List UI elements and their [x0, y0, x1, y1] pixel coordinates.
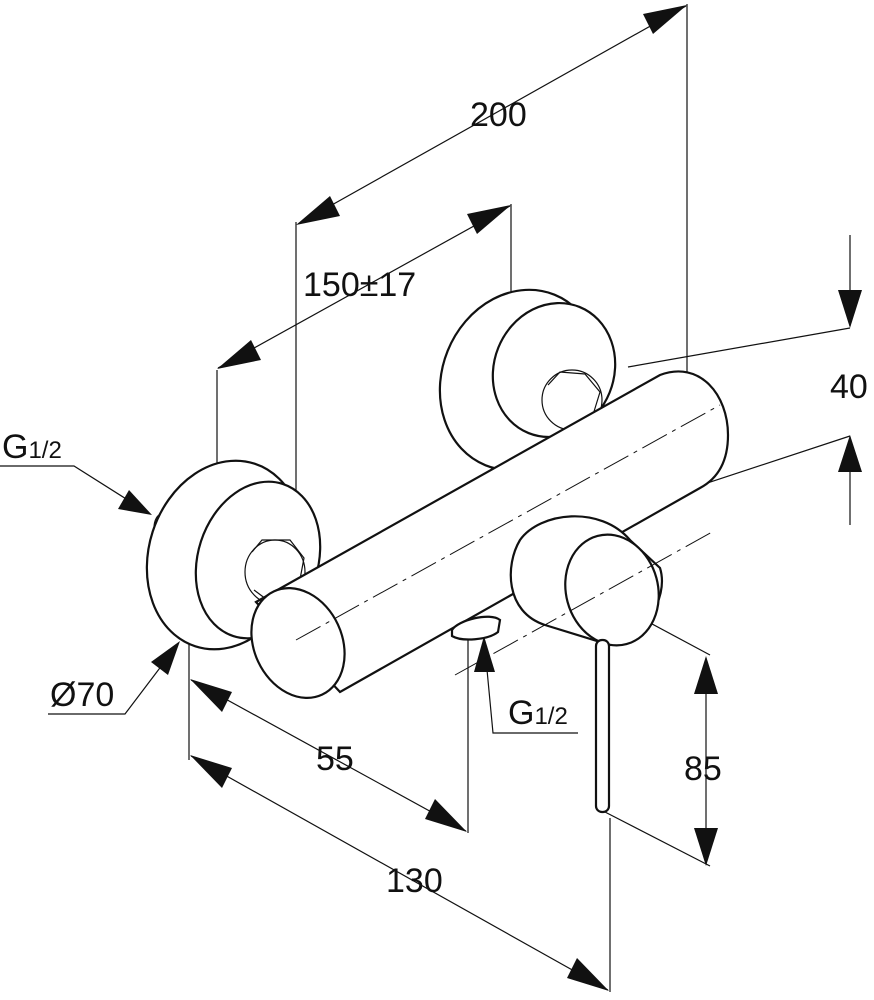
dim-150-line: [217, 205, 511, 369]
dim-85-text: 85: [684, 750, 722, 788]
dim-55-text: 55: [316, 740, 354, 778]
lever-rod: [594, 638, 611, 814]
mixer-body: [250, 370, 730, 700]
thread-outlet-label: G1/2: [508, 694, 568, 732]
dim-diameter-text: Ø70: [50, 676, 114, 714]
body-end-cap: [250, 586, 346, 700]
dim-130-line: [190, 755, 609, 991]
outlet-connection: [450, 615, 502, 641]
dim-55-line: [190, 679, 467, 832]
rosette-right: [438, 288, 617, 472]
dim-150-text: 150±17: [303, 266, 416, 304]
dimension-lines: [0, 5, 862, 991]
thread-left-label: G1/2: [2, 428, 62, 466]
dim-200-line: [297, 5, 687, 225]
lever-cap: [564, 533, 660, 647]
dim-200-text: 200: [470, 96, 527, 134]
dimension-texts: 200 150±17 40 85 55 130 Ø70 G1/2 G1/2: [2, 96, 868, 900]
lever-handle: [454, 515, 713, 814]
dim-130-text: 130: [386, 862, 443, 900]
dim-40-text: 40: [830, 368, 868, 406]
